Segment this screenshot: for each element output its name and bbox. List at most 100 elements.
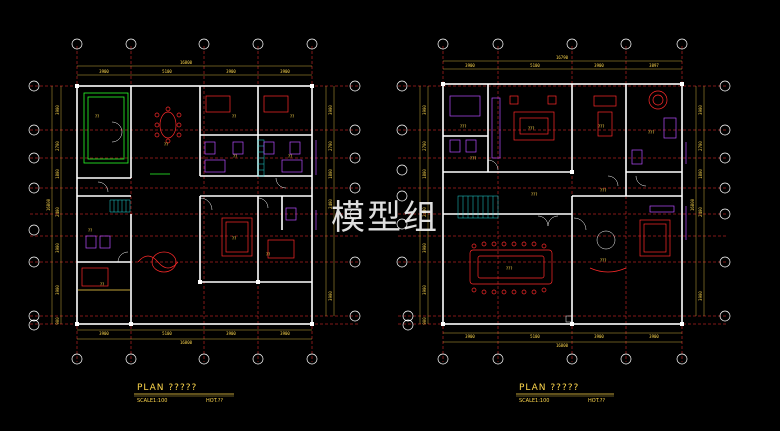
right-fixtures [449,95,687,240]
dimension-left: 2400 [55,207,60,217]
dimension-top: 3897 [649,63,659,68]
watermark-text: 模型组 [331,198,439,238]
plan-code: HOT.?? [206,398,223,404]
dimension-bottom: 3900 [465,334,475,339]
dimension-left: 3900 [55,105,60,115]
room-label: ??? [600,258,606,263]
room-label: ??? [528,126,534,131]
right-columns [441,82,684,326]
right-walls [442,83,683,325]
dimension-top: 5100 [162,69,172,74]
room-label: ??? [460,124,466,129]
room-label: ?? [232,114,236,119]
left-plan-title-block: PLAN ????? SCALE1:100 HOT.?? [134,383,234,404]
dimension-top: 3900 [280,69,290,74]
room-label: ??? [531,192,537,197]
dimension-right: 2700 [328,141,333,151]
dimension-bottom: 3900 [280,331,290,336]
dimension-top-total: 16790 [556,55,569,60]
dimension-left: 3900 [422,285,427,295]
dimension-bottom: 3900 [594,334,604,339]
dimension-right: 2700 [698,141,703,151]
dimension-bottom-total: 16800 [556,343,569,348]
room-label: ??? [506,266,512,271]
dimension-left: 2700 [55,141,60,151]
dimension-bottom: 3900 [226,331,236,336]
left-dimension-lines [51,65,335,340]
dimension-top: 5100 [530,63,540,68]
left-fixtures [78,140,317,291]
dimension-left: 1800 [422,169,427,179]
dimension-left: 2700 [422,141,427,151]
left-columns [75,84,314,326]
room-label: ?? [266,252,270,257]
dimension-bottom: 5100 [162,331,172,336]
room-label: ?? [100,282,104,287]
room-label: ?? [233,154,237,159]
dimension-right: 3900 [328,105,333,115]
dimension-left: 900 [55,317,60,325]
dimension-left: 3900 [55,243,60,253]
dimension-left: 3900 [422,105,427,115]
dimension-left: 3900 [55,285,60,295]
dimension-right: 3900 [698,291,703,301]
dimension-right: 1800 [328,169,333,179]
right-stair [457,195,499,219]
room-label: ??? [598,124,604,129]
left-doors [97,121,287,263]
dimension-left: 2400 [422,207,427,217]
plan-title: PLAN ????? [519,383,579,393]
dimension-left: 3900 [422,243,427,253]
dimension-top: 3900 [594,63,604,68]
right-furniture [469,90,671,295]
left-stair [109,139,265,213]
dimension-bottom: 3900 [649,334,659,339]
room-label: ?? [164,142,168,147]
dimension-right-total: 16800 [690,198,695,211]
plan-code: HOT.?? [588,398,605,404]
right-room-labels: ??? ??? ??? ??? ??? ??? ??? ??? ??? [460,124,654,271]
right-plan: ??? ??? ??? ??? ??? ??? ??? ??? ??? 1679… [396,38,731,404]
room-label: ??? [470,156,476,161]
dimension-top: 3900 [226,69,236,74]
plan-title: PLAN ????? [137,383,197,393]
dimension-bottom-total: 16800 [180,340,193,345]
dimension-right: 2400 [328,199,333,209]
room-label: ??? [648,130,654,135]
dimension-top: 3900 [465,63,475,68]
room-label: ?? [232,236,236,241]
room-label: ?? [290,114,294,119]
left-plan: ?? ?? ?? ?? ?? ?? ?? ?? ?? ?? 16800 3900… [28,38,361,404]
right-axis-bubbles [396,38,731,365]
right-dimension-lines [419,60,705,343]
plan-scale: SCALE1:100 [519,398,549,404]
dimension-bottom: 3900 [99,331,109,336]
dimension-right: 3900 [698,105,703,115]
dimension-right: 3900 [328,291,333,301]
right-dimension-texts: 16790 3900 5100 3900 3897 3900 5100 3900… [422,55,703,348]
left-room-labels: ?? ?? ?? ?? ?? ?? ?? ?? ?? ?? [88,114,294,287]
room-label: ??? [600,188,606,193]
left-furniture [81,95,295,287]
room-label: ?? [95,114,99,119]
dimension-top-total: 16800 [180,60,193,65]
dimension-bottom: 5100 [530,334,540,339]
left-axis-bubbles [28,38,361,365]
right-plan-title-block: PLAN ????? SCALE1:100 HOT.?? [516,383,614,404]
plan-scale: SCALE1:100 [137,398,167,404]
right-axis-grid [398,46,728,362]
dimension-left: 1800 [55,169,60,179]
left-kitchen [83,92,170,175]
dimension-left-total: 16800 [46,198,51,211]
room-label: ?? [88,228,92,233]
left-walls [76,85,313,325]
dimension-top: 3900 [99,69,109,74]
room-label: ?? [288,154,292,159]
dimension-left: 900 [422,317,427,325]
left-axis-grid [30,46,360,362]
dimension-right: 2400 [698,207,703,217]
dimension-right: 1800 [698,169,703,179]
right-doors [487,159,647,250]
left-dimension-texts: 16800 3900 5100 3900 3900 3900 5100 3900… [46,60,333,345]
